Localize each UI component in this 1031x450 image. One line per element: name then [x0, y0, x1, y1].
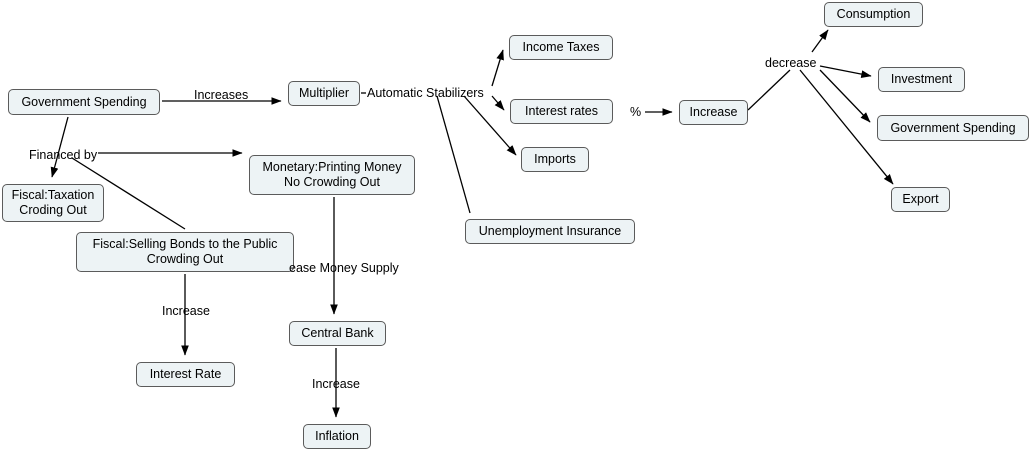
node-imports[interactable]: Imports	[521, 147, 589, 172]
node-investment[interactable]: Investment	[878, 67, 965, 92]
edge-decrease-to-government-spending-2	[819, 69, 871, 123]
node-central-bank[interactable]: Central Bank	[289, 321, 386, 346]
node-multiplier[interactable]: Multiplier	[288, 81, 360, 106]
edge-label-financed-by: Financed by	[29, 148, 98, 162]
node-fiscal-taxation[interactable]: Fiscal:Taxation Croding Out	[2, 184, 104, 222]
node-government-spending-2[interactable]: Government Spending	[877, 115, 1029, 141]
edge-automatic-stabilizers-to-interest-rates	[491, 95, 505, 111]
node-inflation[interactable]: Inflation	[303, 424, 371, 449]
node-increase[interactable]: Increase	[679, 100, 748, 125]
edge-government-spending-to-fiscal-taxation	[50, 116, 69, 178]
edge-automatic-stabilizers-to-imports	[463, 95, 517, 156]
node-fiscal-selling-bonds[interactable]: Fiscal:Selling Bonds to the Public Crowd…	[76, 232, 294, 272]
edge-automatic-stabilizers-to-income-taxes	[491, 49, 504, 87]
node-consumption[interactable]: Consumption	[824, 2, 923, 27]
node-interest-rate[interactable]: Interest Rate	[136, 362, 235, 387]
edge-label-increase-inflation: Increase	[312, 377, 360, 391]
edge-label-decrease: decrease	[765, 56, 817, 70]
edge-label-increase-interest: Increase	[162, 304, 210, 318]
edge-label-percent: %	[630, 105, 642, 119]
edge-decrease-to-consumption	[811, 29, 829, 53]
edge-increase-to-decrease	[747, 69, 791, 111]
edge-automatic-stabilizers-to-unemployment-insurance	[436, 95, 471, 214]
node-government-spending[interactable]: Government Spending	[8, 89, 160, 115]
node-export[interactable]: Export	[891, 187, 950, 212]
edge-decrease-to-investment	[819, 65, 872, 78]
node-monetary-printing-money[interactable]: Monetary:Printing Money No Crowding Out	[249, 155, 415, 195]
node-income-taxes[interactable]: Income Taxes	[509, 35, 613, 60]
node-interest-rates[interactable]: Interest rates	[510, 99, 613, 124]
edge-label-automatic-stabilizers: Automatic Stabilizers	[367, 86, 484, 100]
edge-label-increases: Increases	[194, 88, 249, 102]
node-unemployment-insurance[interactable]: Unemployment Insurance	[465, 219, 635, 244]
edge-label-increase-money-supply: ease Money Supply	[289, 261, 399, 275]
